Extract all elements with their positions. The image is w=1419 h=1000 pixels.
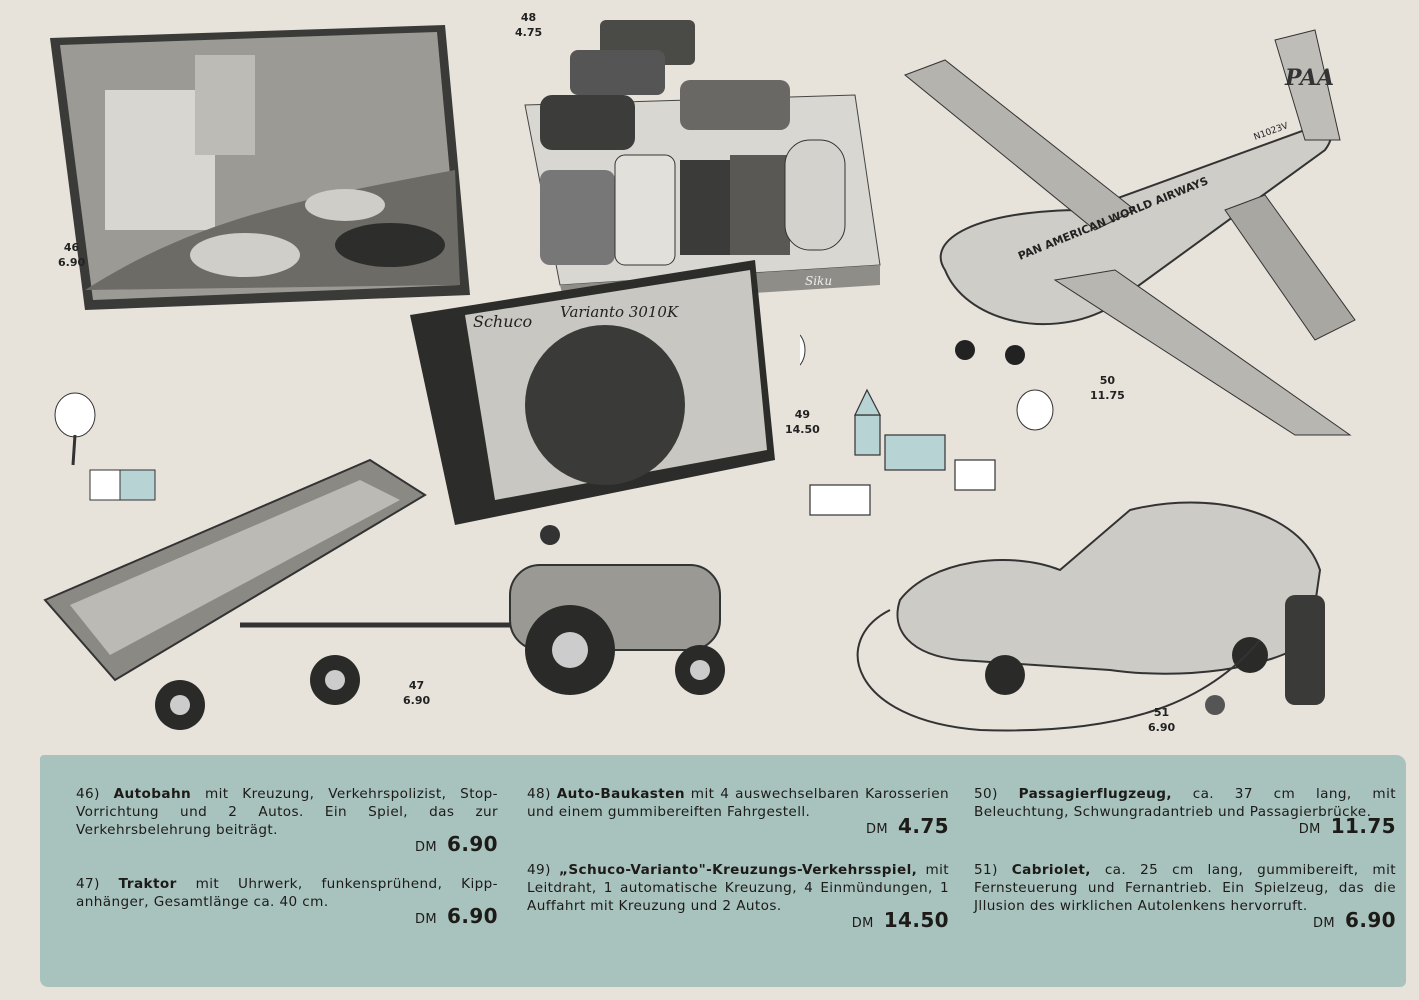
varianto-box-illustration: Schuco Varianto 3010K [410,260,775,525]
description-panel: 46) Autobahn mit Kreuzung, Verkehrspoliz… [40,755,1406,987]
tractor-trailer-illustration [43,458,725,730]
entry-46: 46) Autobahn mit Kreuzung, Verkehrspoliz… [76,786,498,856]
tree-and-house-decoration [54,392,156,501]
baukasten-set-illustration: Siku [524,20,881,295]
entry-name: Traktor [118,876,177,892]
entry-name: Auto-Baukasten [556,786,685,802]
description-column-3: 50) Passagierflugzeug, ca. 37 cm lang, m… [974,785,1396,951]
entry-49: 49) „Schuco-Varianto"-Kreuzungs-Verkehrs… [527,862,949,932]
description-column-1: 46) Autobahn mit Kreuzung, Verkehrspoliz… [76,785,498,947]
cabriolet-illustration [856,501,1325,732]
airplane-illustration: PAA PAN AMERICAN WORLD AIRWAYS N1023V [904,29,1356,436]
svg-text:PAA: PAA [1284,65,1334,91]
entry-name: Cabriolet, [1011,862,1091,878]
village-decoration [800,334,1054,516]
svg-text:Schuco: Schuco [473,312,532,331]
svg-text:Siku: Siku [805,274,832,288]
entry-48: 48) Auto-Baukasten mit 4 auswechselbaren… [527,786,949,838]
entry-name: Passagierflugzeug, [1018,786,1172,802]
entry-name: „Schuco-Varianto"-Kreuzungs-Verkehrsspie… [559,862,918,878]
entry-47: 47) Traktor mit Uhrwerk, funkensprühend,… [76,876,498,928]
entry-50: 50) Passagierflugzeug, ca. 37 cm lang, m… [974,786,1396,838]
entry-51: 51) Cabriolet, ca. 25 cm lang, gummibere… [974,862,1396,932]
svg-text:Varianto 3010K: Varianto 3010K [560,303,679,321]
description-column-2: 48) Auto-Baukasten mit 4 auswechselbaren… [527,785,949,951]
entry-name: Autobahn [113,786,192,802]
autobahn-box-illustration [50,25,470,310]
